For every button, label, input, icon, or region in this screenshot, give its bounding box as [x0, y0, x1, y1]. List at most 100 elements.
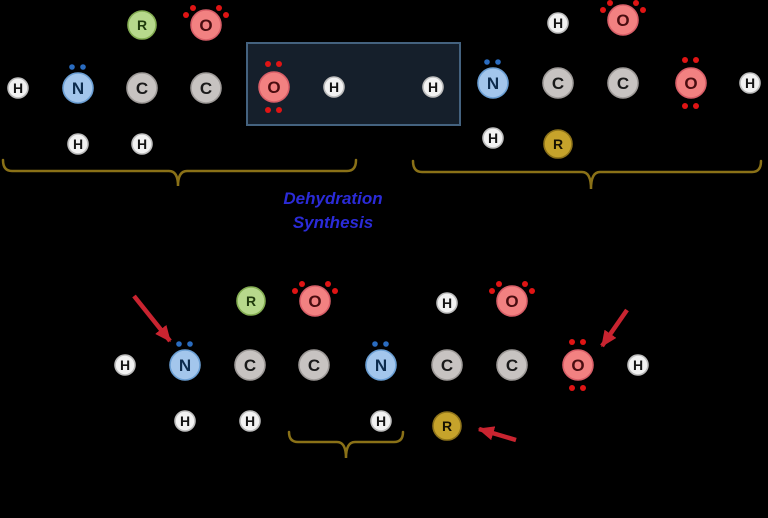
electron-dot — [607, 0, 613, 6]
atom-h: H — [323, 76, 345, 98]
atom-label: H — [73, 136, 83, 152]
atom-circle — [432, 411, 462, 441]
atom-circle — [422, 76, 444, 98]
atom-circle — [543, 129, 573, 159]
underbraces — [1, 158, 763, 459]
electron-dot — [299, 281, 305, 287]
atom-label: H — [329, 79, 339, 95]
atom-label: H — [245, 413, 255, 429]
atom-label: O — [684, 74, 697, 93]
underbrace-left — [1, 158, 358, 187]
electron-dot — [69, 64, 75, 70]
arrow-to-hydroxyl-oxygen — [600, 308, 629, 348]
atom-r: R — [236, 286, 266, 316]
electron-dot — [633, 0, 639, 6]
electron-dot — [332, 288, 338, 294]
atom-label: N — [179, 356, 191, 375]
atom-circle — [607, 4, 639, 36]
electron-dot — [529, 288, 535, 294]
atom-circle — [236, 286, 266, 316]
atom-r: R — [127, 10, 157, 40]
atom-label: H — [633, 357, 643, 373]
electron-dot — [600, 7, 606, 13]
arrow-to-r-group — [477, 426, 517, 443]
atom-label: H — [120, 357, 130, 373]
atom-r: R — [432, 411, 462, 441]
atom-c: C — [607, 67, 639, 99]
atom-h: H — [67, 133, 89, 155]
atom-h: H — [422, 76, 444, 98]
atom-label: N — [72, 79, 84, 98]
atom-circle — [562, 349, 594, 381]
atom-h: H — [436, 292, 458, 314]
electron-dot — [276, 107, 282, 113]
atom-label: H — [428, 79, 438, 95]
electron-dot — [496, 281, 502, 287]
atom-o: O — [562, 339, 594, 391]
atom-circle — [323, 76, 345, 98]
atom-h: H — [239, 410, 261, 432]
electron-dot — [580, 385, 586, 391]
electron-dot — [682, 103, 688, 109]
atom-c: C — [234, 349, 266, 381]
atom-label: C — [200, 79, 212, 98]
atom-circle — [739, 72, 761, 94]
atom-o: O — [600, 0, 646, 36]
atom-label: O — [308, 292, 321, 311]
atom-h: H — [547, 12, 569, 34]
atom-h: H — [174, 410, 196, 432]
atom-circle — [477, 67, 509, 99]
electron-dot — [580, 339, 586, 345]
atom-label: R — [553, 136, 563, 152]
atom-label: C — [244, 356, 256, 375]
atom-circle — [298, 349, 330, 381]
lone-pair-dots — [292, 281, 338, 294]
atom-n: N — [62, 64, 94, 104]
atom-label: O — [267, 78, 280, 97]
atom-o: O — [183, 5, 229, 41]
atom-circle — [365, 349, 397, 381]
arrow-to-amine-nitrogen — [132, 294, 172, 343]
atom-circle — [62, 72, 94, 104]
electron-dot — [693, 103, 699, 109]
atom-label: O — [505, 292, 518, 311]
electron-dot — [276, 61, 282, 67]
atom-label: N — [375, 356, 387, 375]
lone-pair-dots — [569, 339, 586, 391]
electron-dot — [80, 64, 86, 70]
electron-dot — [216, 5, 222, 11]
atom-label: R — [442, 418, 452, 434]
lone-pair-dots — [600, 0, 646, 13]
electron-dot — [183, 12, 189, 18]
atom-label: C — [552, 74, 564, 93]
atom-label: H — [137, 136, 147, 152]
atom-circle — [607, 67, 639, 99]
electron-dot — [489, 288, 495, 294]
atom-label: O — [616, 11, 629, 30]
atom-c: C — [126, 72, 158, 104]
electron-dot — [223, 12, 229, 18]
lone-pair-dots — [69, 64, 86, 70]
atom-circle — [496, 285, 528, 317]
atom-h: H — [627, 354, 649, 376]
atom-circle — [67, 133, 89, 155]
lone-pair-dots — [183, 5, 229, 18]
lone-pair-dots — [265, 61, 282, 113]
atom-label: R — [137, 17, 147, 33]
lone-pair-dots — [372, 341, 389, 347]
atom-circle — [7, 77, 29, 99]
electron-dot — [682, 57, 688, 63]
atom-circle — [126, 72, 158, 104]
atom-circle — [131, 133, 153, 155]
atom-c: C — [431, 349, 463, 381]
atom-label: H — [745, 75, 755, 91]
atom-label: H — [376, 413, 386, 429]
atom-circle — [496, 349, 528, 381]
atom-c: C — [496, 349, 528, 381]
atom-label: O — [571, 356, 584, 375]
